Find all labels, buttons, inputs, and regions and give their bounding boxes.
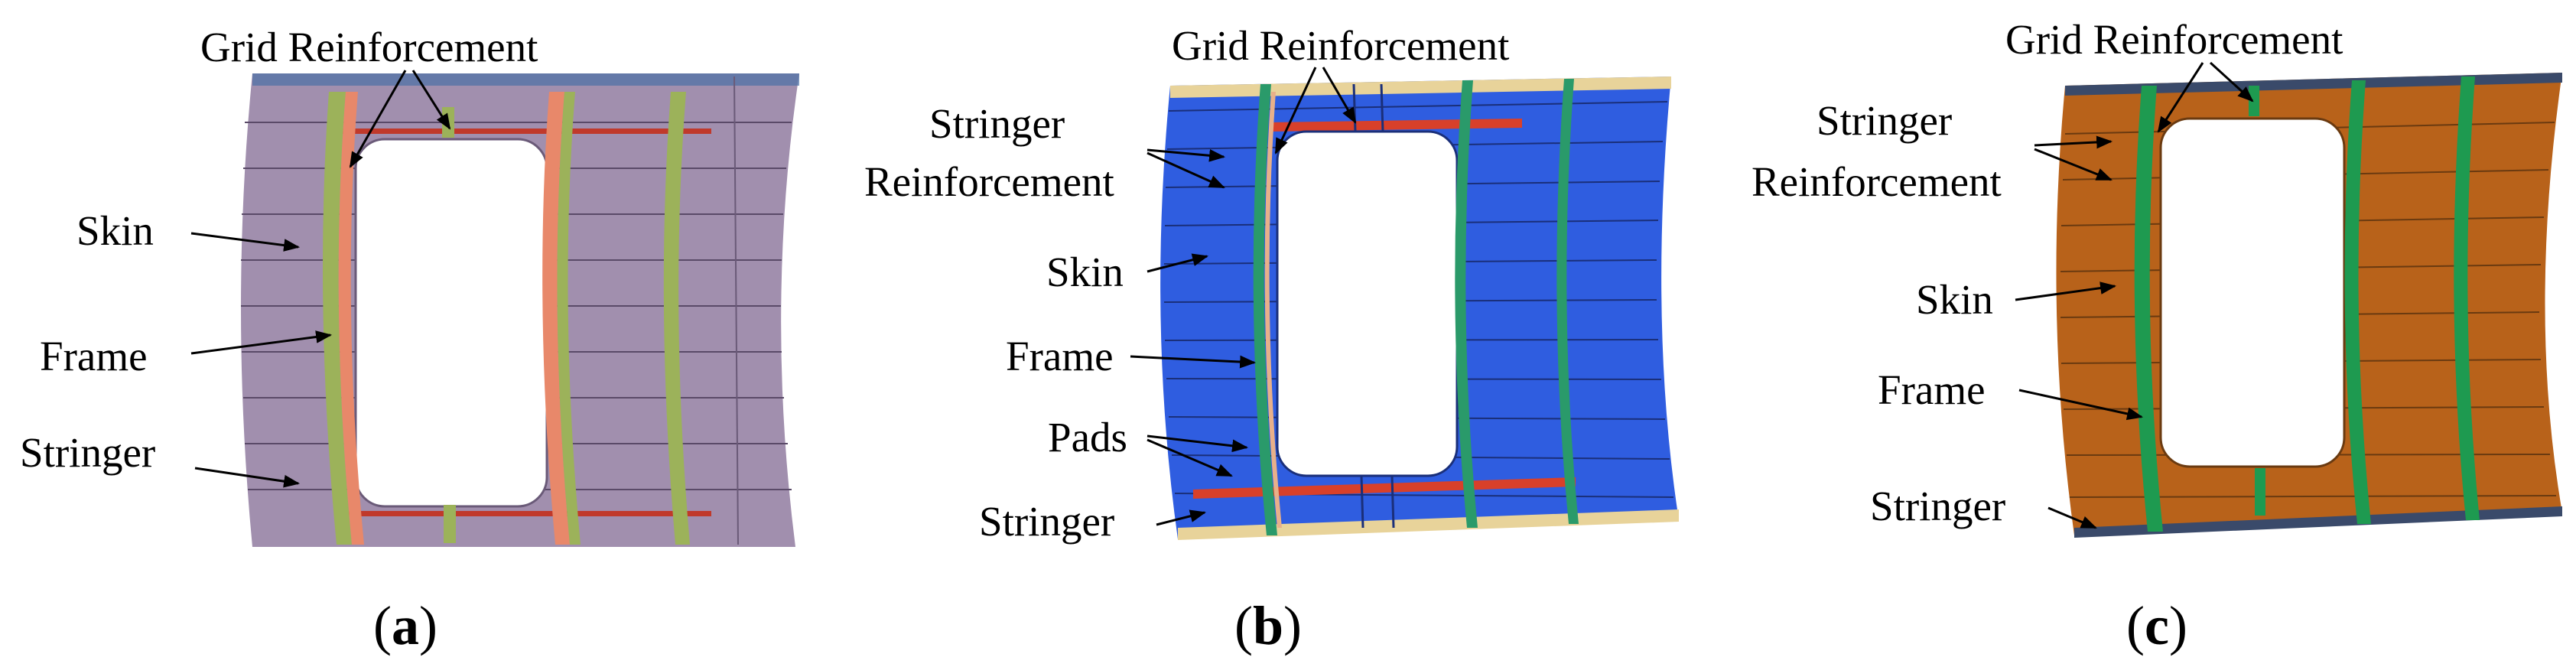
panel-a-grid-block-bottom [444,505,456,543]
panel-a-label-frame: Frame [40,333,148,379]
panel-a-arrow-skin [190,232,301,252]
panel-b-arrow-skin [1147,253,1209,273]
panel-a-grid-reinforcement-top [337,129,711,134]
panel-c-label-stringer-reinf-2: Reinforcement [1751,158,2002,205]
panel-c-caption: (c) [2126,595,2187,656]
panel-b-caption-letter: b [1253,595,1283,656]
panel-c-arrow-grid-2 [2209,61,2254,102]
panel-a-frame [338,92,364,545]
panel-c-arrow-frame [2018,389,2144,421]
panel-b-arrow-stringer-reinf-2 [1147,151,1225,189]
panel-c-label-grid: Grid Reinforcement [2005,16,2343,63]
panel-b-label-skin: Skin [1046,249,1124,295]
panel-c-grid-block-bottom [2255,468,2265,516]
panel-a-caption: (a) [373,595,437,656]
panel-b-model [1160,76,1679,540]
panel-a-model [241,73,799,547]
panel-c-caption-letter: c [2145,595,2169,656]
panel-c-arrow-skin [2015,281,2117,301]
panel-b-label-stringer-reinf-2: Reinforcement [864,158,1114,205]
panel-b-label-stringer-reinf-1: Stringer [929,100,1065,147]
panel-b: Grid Reinforcement Stringer Reinforcemen… [864,22,1679,656]
panel-b-grid-reinforcement-bottom [1193,477,1576,499]
panel-b-arrow-grid-2 [1322,67,1357,124]
panel-a-frame [557,92,581,545]
panel-a-frame [663,92,690,545]
panel-a-label-stringer: Stringer [20,429,155,476]
panel-b-arrow-grid-1 [1274,67,1317,155]
panel-c-label-frame: Frame [1878,366,1986,413]
panel-b-label-pads: Pads [1048,414,1127,460]
panel-b-arrow-stringer [1156,509,1207,526]
panel-a-top-edge [252,73,799,86]
panel-a-caption-letter: a [392,595,419,656]
panel-a-frame [323,92,352,545]
panel-a-arrow-frame [190,330,333,355]
panel-b-window [1276,130,1459,477]
stringer-line [1168,101,1668,112]
panel-c-window [2159,117,2346,468]
panel-c-arrow-stringer-reinf-1 [2034,135,2113,149]
panel-b-label-grid: Grid Reinforcement [1172,22,1509,69]
panel-c-label-stringer: Stringer [1870,483,2005,529]
panel-a-label-skin: Skin [76,207,154,254]
panel-b-stringer-reinforcement-top [1170,76,1671,98]
panel-c-frame [2344,80,2371,524]
panel-c-label-skin: Skin [1916,276,1993,323]
panel-b-arrow-frame [1130,355,1257,369]
panel-a-arrow-grid-2 [411,70,451,130]
panel-b-frame [1455,80,1478,528]
panel-a-grid-reinforcement-bottom [337,511,711,516]
panel-b-frame [1556,79,1579,524]
panel-a-frame [542,92,570,545]
panel-a-label-grid: Grid Reinforcement [200,24,538,70]
panel-c-arrow-stringer [2047,506,2097,529]
panel-b-caption: (b) [1234,595,1302,656]
panel-c-label-stringer-reinf-1: Stringer [1817,97,1952,144]
panel-c-top-edge [2065,73,2562,96]
panel-a: Grid Reinforcement Skin Frame Stringer (… [20,24,799,656]
seam-line [1352,83,1357,132]
panel-b-label-stringer: Stringer [979,498,1114,545]
panel-a-arrow-grid-1 [349,70,407,168]
panel-b-arrow-pads-2 [1147,438,1233,477]
panel-b-pads [1264,92,1282,528]
panel-a-arrow-stringer [194,467,301,488]
panel-c-frame [2134,86,2163,532]
panel-c-bottom-edge [2074,506,2562,538]
panel-c-grid-block-top [2249,86,2259,116]
seam-line [1390,475,1395,529]
panel-b-frame [1253,84,1277,535]
panel-b-grid-reinforcement-top [1270,119,1522,132]
panel-c-model [2056,73,2562,538]
panel-c-arrow-stringer-reinf-2 [2034,148,2113,181]
panel-b-stringer-reinforcement-bottom [1178,509,1679,540]
panel-c-frame [2454,76,2480,520]
panel-a-grid-block-top [442,107,454,138]
seam-line [1360,475,1364,529]
panel-b-arrow-stringer-reinf-1 [1147,148,1226,162]
seam-line [1380,83,1384,132]
panel-c-arrow-grid-1 [2157,62,2204,133]
seam-line [733,76,739,545]
panel-b-label-frame: Frame [1006,333,1114,379]
panel-b-arrow-pads-1 [1147,434,1249,453]
panel-a-window [354,138,548,508]
panel-c: Grid Reinforcement Stringer Reinforcemen… [1751,16,2562,656]
